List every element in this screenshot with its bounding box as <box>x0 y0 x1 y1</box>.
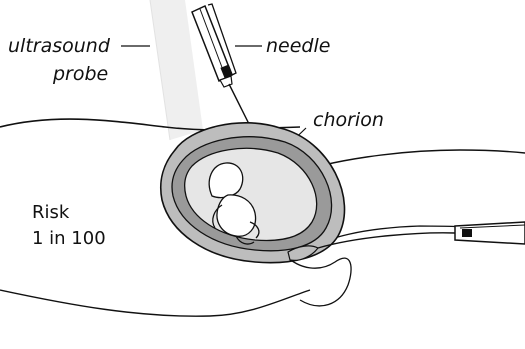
needle-syringe <box>192 4 236 87</box>
probe-label: probe <box>52 63 108 85</box>
catheter-syringe <box>455 222 525 244</box>
lower-body-outline <box>0 290 310 316</box>
risk-value: 1 in 100 <box>32 228 106 249</box>
sacrum-outline <box>285 255 351 306</box>
chorion-label: chorion <box>313 109 384 131</box>
ultrasound-label: ultrasound <box>8 35 111 57</box>
needle-label: needle <box>266 35 330 57</box>
risk-label: Risk <box>32 202 70 223</box>
